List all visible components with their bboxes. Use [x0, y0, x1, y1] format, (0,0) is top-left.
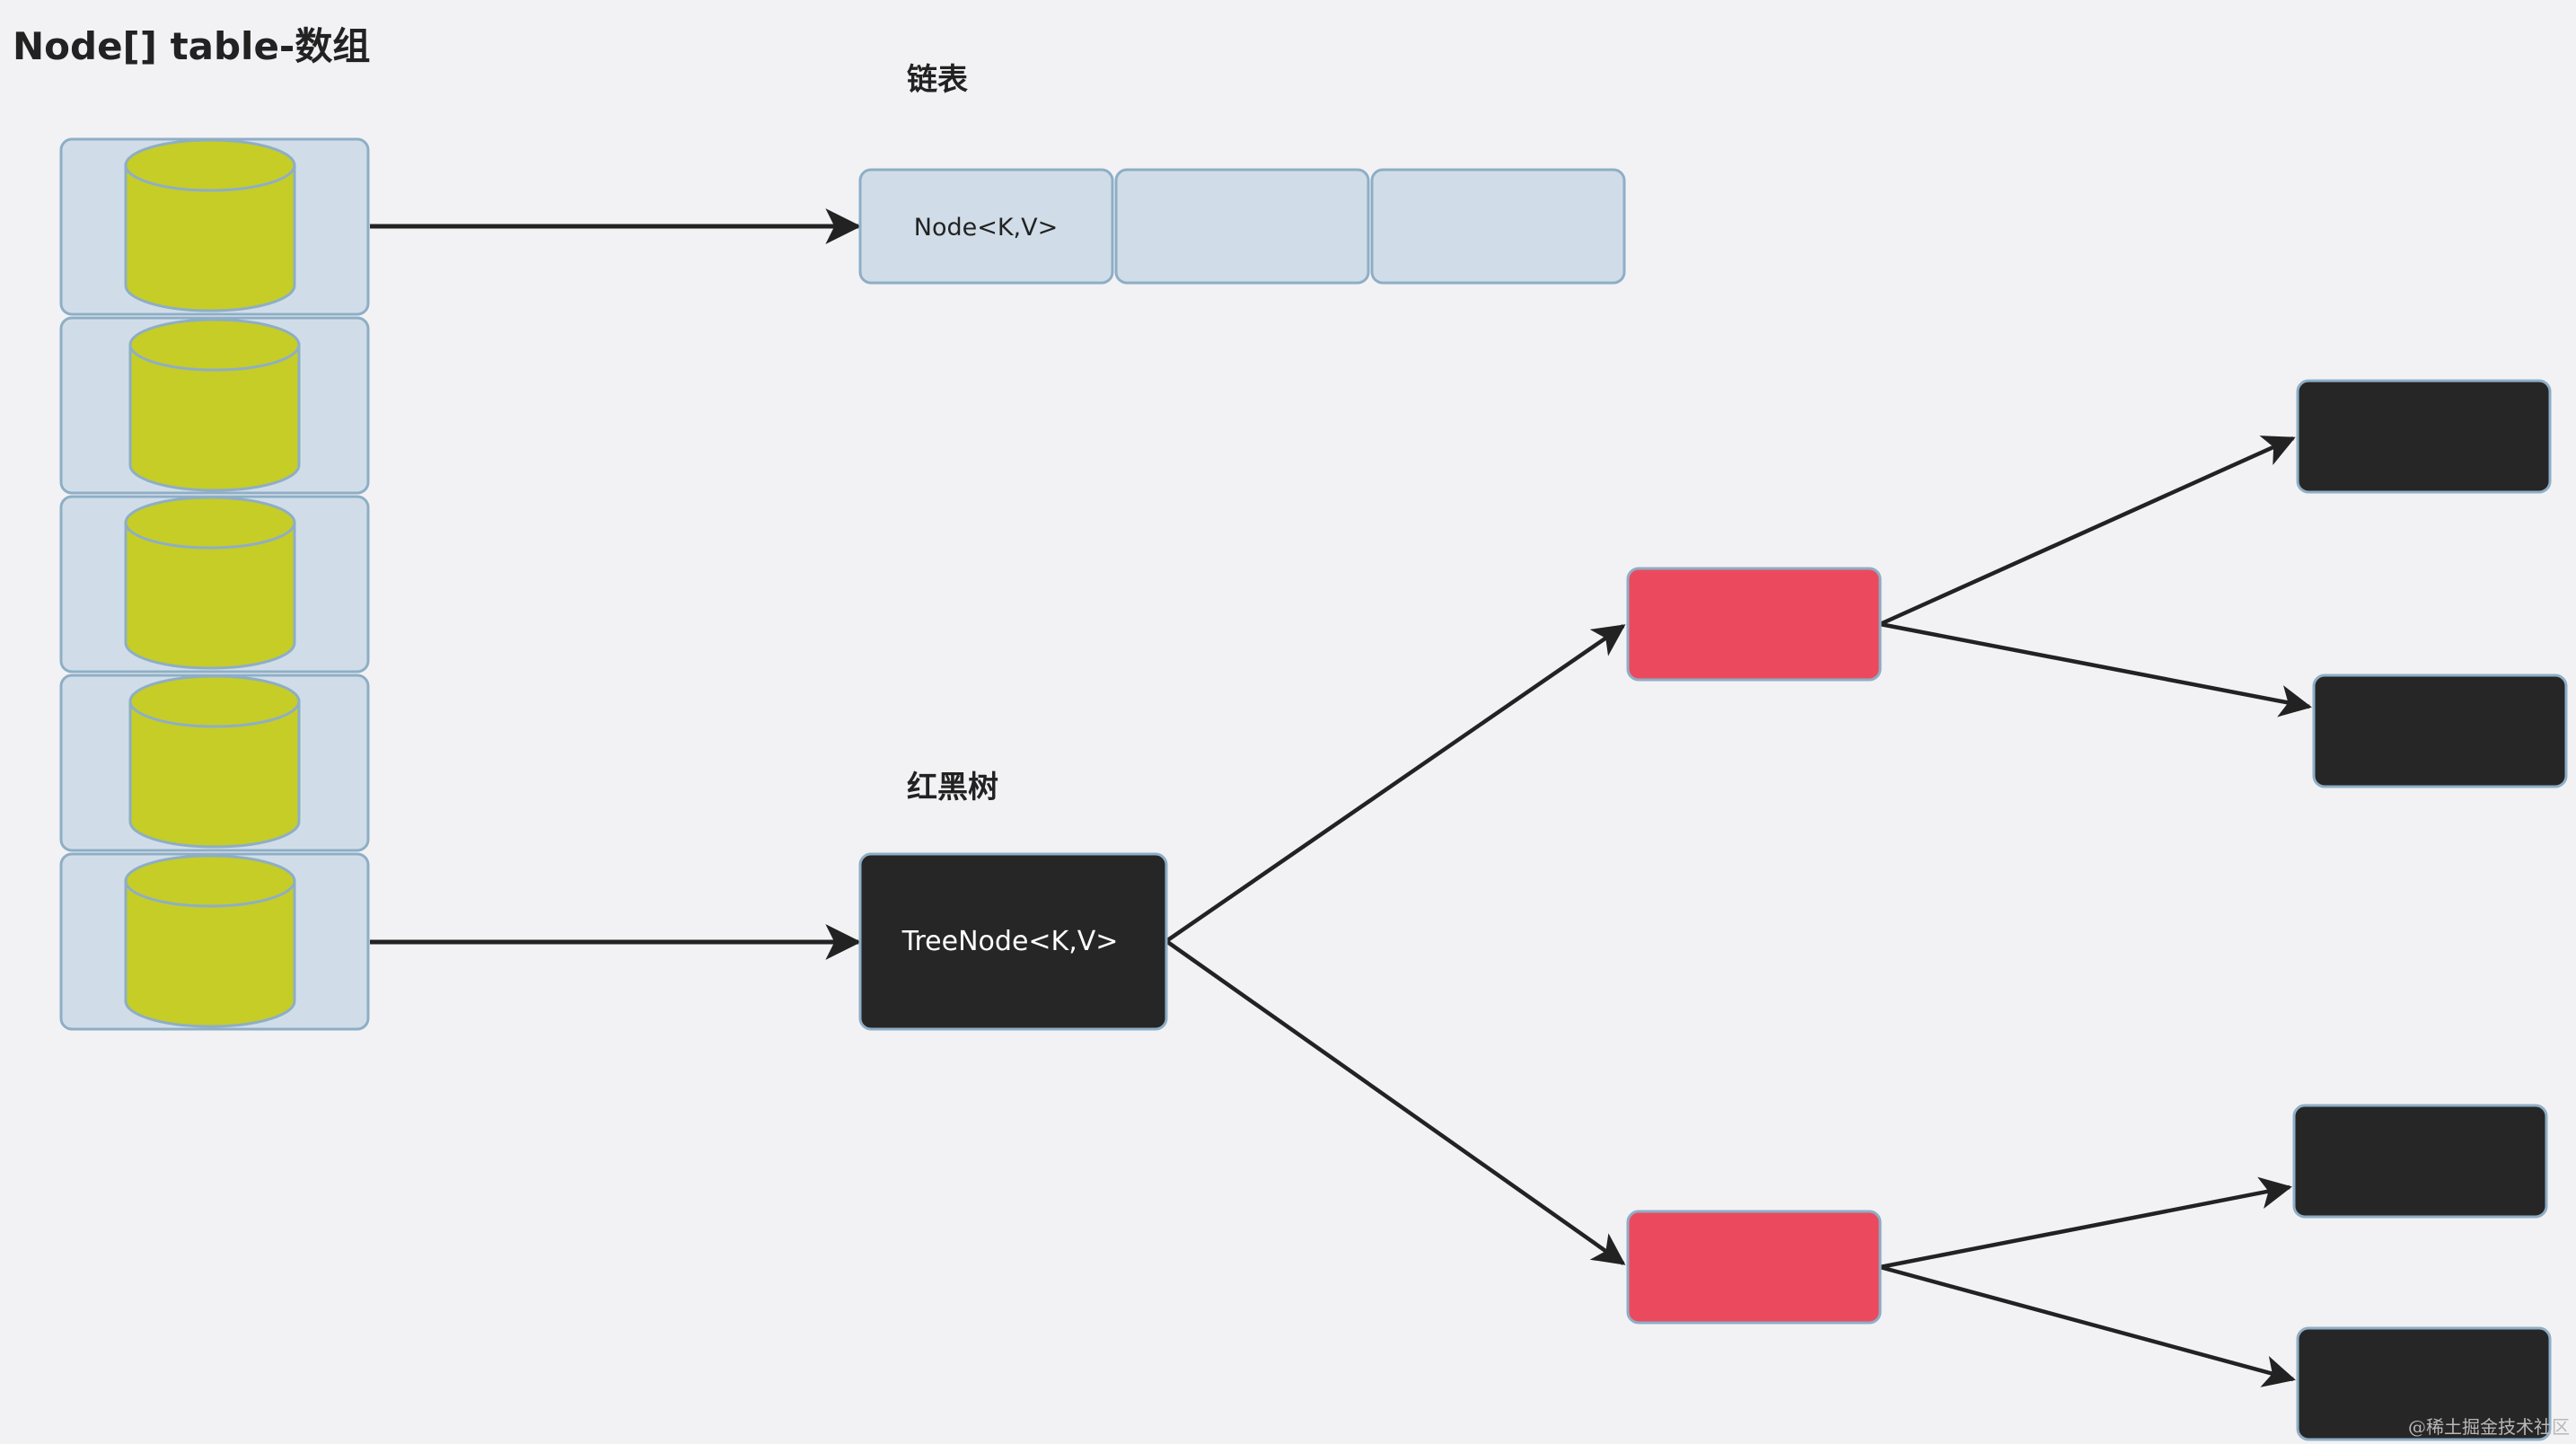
tree-root-label: TreeNode<K,V> [901, 926, 1119, 957]
tree-node-red [1626, 567, 1882, 682]
bucket-cylinder [124, 854, 296, 1028]
array-cell [59, 316, 370, 495]
tree-node-black [2292, 1104, 2548, 1219]
array-cell [59, 852, 370, 1031]
tree-edges [1165, 436, 2312, 1387]
diagram-title: Node[] table-数组 [13, 24, 370, 68]
linked-list-node [1114, 168, 1370, 285]
tree-node-black [2296, 379, 2552, 494]
array-table [59, 137, 370, 1031]
tree-edge [1879, 1264, 2296, 1387]
bucket-cylinder [128, 318, 301, 492]
tree-node-black [2296, 1326, 2552, 1441]
linked-list-label: 链表 [907, 62, 968, 98]
bucket-cylinder [124, 138, 296, 313]
linked-list-node [1370, 168, 1626, 285]
linked-list-node: Node<K,V> [858, 168, 1114, 285]
linked-list-node-label: Node<K,V> [914, 214, 1058, 242]
tree-edge [1879, 621, 2312, 718]
tree-node-red [1626, 1210, 1882, 1325]
red-black-tree-label: 红黑树 [907, 770, 998, 806]
tree-edge [1165, 624, 1626, 943]
tree-edge [1165, 939, 1626, 1265]
bucket-cylinder [128, 674, 301, 849]
tree-node-black [2312, 674, 2568, 788]
tree-edge [1879, 1176, 2292, 1270]
array-cell [59, 495, 370, 674]
tree-edge [1879, 436, 2296, 627]
linked-list: Node<K,V> [858, 168, 1626, 285]
array-cell [59, 674, 370, 852]
bucket-cylinder [124, 496, 296, 670]
watermark: @稀土掘金技术社区 [2408, 1416, 2570, 1438]
array-cell [59, 137, 370, 316]
tree-root-node: TreeNode<K,V> [858, 852, 1168, 1031]
